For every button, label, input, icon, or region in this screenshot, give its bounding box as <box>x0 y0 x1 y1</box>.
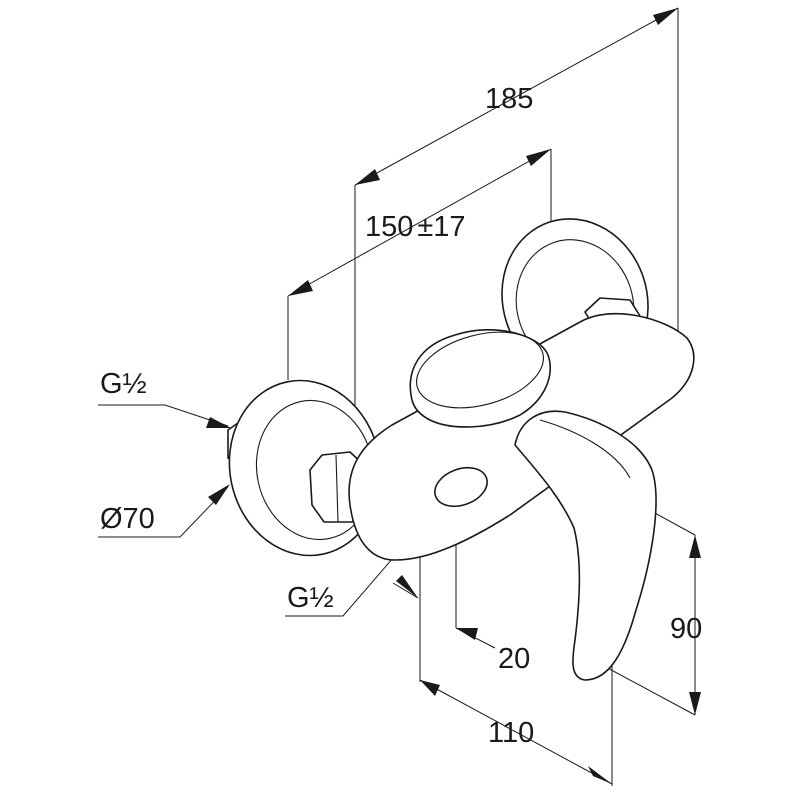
arrow-110-left <box>420 680 440 696</box>
dim-20-left-leader <box>392 582 419 599</box>
body-top-cap <box>409 328 551 428</box>
arrow-150-right <box>526 149 551 166</box>
dim-90-ext-bottom <box>601 664 696 716</box>
arrow-110-right <box>588 766 612 784</box>
dim-150-line <box>287 148 552 297</box>
outlet-ring <box>434 466 488 508</box>
dim-185-line <box>354 7 679 186</box>
arrow-150-left <box>288 280 313 296</box>
dim-110-line <box>419 679 613 785</box>
arrow-20-right <box>456 628 478 640</box>
arrow-185-right <box>653 8 678 25</box>
arrow-diameter <box>208 484 230 505</box>
body-top-cap-face <box>416 331 544 409</box>
arrow-20-left <box>396 575 418 598</box>
leader-diameter <box>98 486 229 538</box>
arrow-90-top <box>689 535 701 558</box>
left-nut-edge <box>335 454 339 523</box>
arrow-185-left <box>355 169 380 185</box>
arrow-top-thread <box>206 417 231 428</box>
leader-top-thread <box>98 404 229 427</box>
arrowheads <box>206 8 701 784</box>
lever-handle <box>514 410 657 681</box>
lever-highlight <box>539 419 631 479</box>
arrow-90-bottom <box>689 692 701 715</box>
